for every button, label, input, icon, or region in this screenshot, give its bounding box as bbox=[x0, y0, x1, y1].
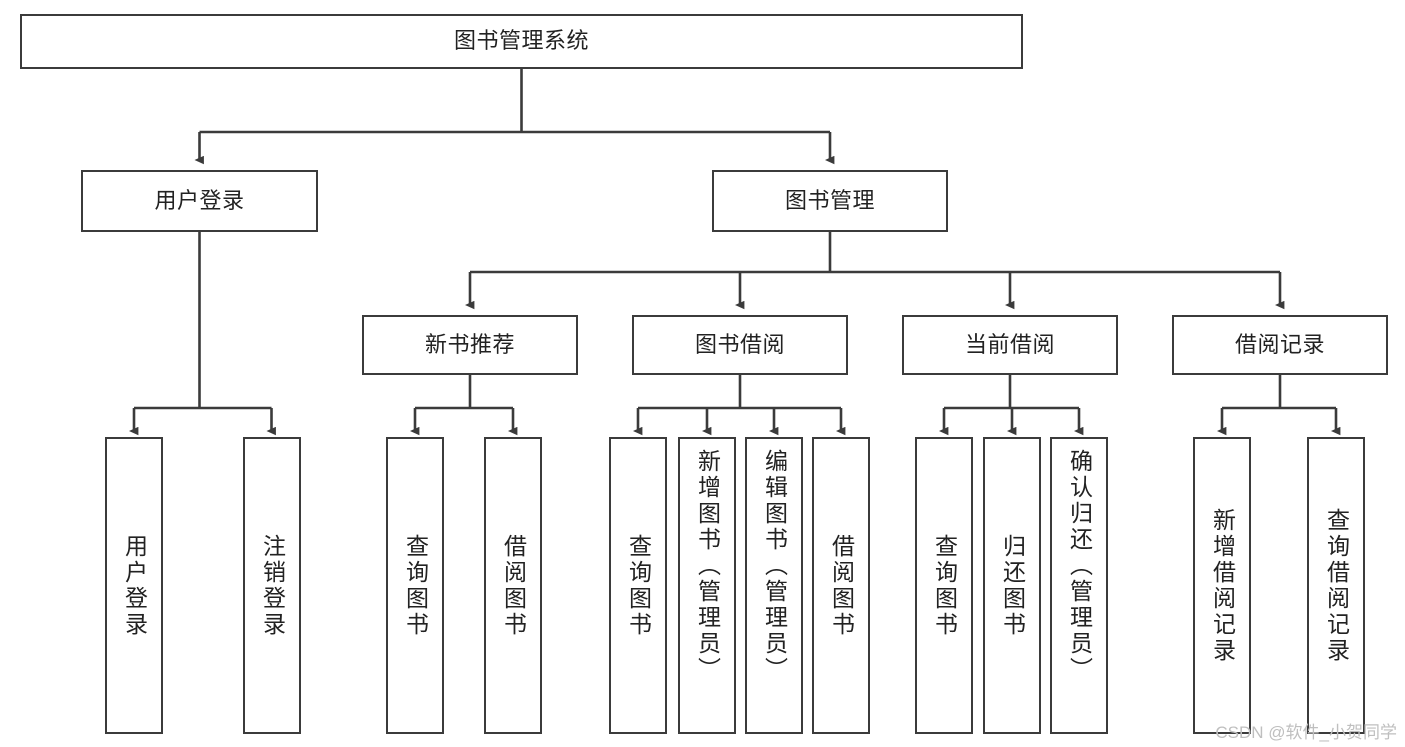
node-label: 新增借阅记录 bbox=[1209, 507, 1236, 664]
node-label: 查询图书 bbox=[625, 533, 652, 638]
node-leaf-user-login[interactable]: 用户登录 bbox=[105, 437, 163, 734]
node-leaf-add-borrow-record[interactable]: 新增借阅记录 bbox=[1193, 437, 1251, 734]
node-leaf-confirm-return-admin[interactable]: 确认归还（管理员） bbox=[1050, 437, 1108, 734]
node-leaf-query-borrow-record[interactable]: 查询借阅记录 bbox=[1307, 437, 1365, 734]
node-label: 查询借阅记录 bbox=[1323, 507, 1350, 664]
node-label: 查询图书 bbox=[931, 533, 958, 638]
node-label: 编辑图书（管理员） bbox=[761, 449, 788, 683]
node-leaf-return-book[interactable]: 归还图书 bbox=[983, 437, 1041, 734]
node-leaf-edit-book-admin[interactable]: 编辑图书（管理员） bbox=[745, 437, 803, 734]
node-label: 确认归还（管理员） bbox=[1066, 449, 1093, 683]
node-book-management[interactable]: 图书管理 bbox=[712, 170, 948, 232]
node-label: 借阅图书 bbox=[828, 533, 855, 638]
node-leaf-borrow-book[interactable]: 借阅图书 bbox=[812, 437, 870, 734]
watermark-text: CSDN @软件_小贺同学 bbox=[1215, 723, 1397, 742]
node-book-borrow[interactable]: 图书借阅 bbox=[632, 315, 848, 375]
node-label: 新书推荐 bbox=[424, 331, 515, 357]
node-user-login[interactable]: 用户登录 bbox=[81, 170, 318, 232]
node-leaf-add-book-admin[interactable]: 新增图书（管理员） bbox=[678, 437, 736, 734]
node-label: 图书管理 bbox=[784, 187, 875, 213]
node-new-book-recommend[interactable]: 新书推荐 bbox=[362, 315, 578, 375]
node-label: 用户登录 bbox=[154, 187, 245, 213]
node-leaf-query-book-borrow[interactable]: 查询图书 bbox=[609, 437, 667, 734]
node-label: 用户登录 bbox=[121, 533, 148, 638]
node-label: 查询图书 bbox=[402, 533, 429, 638]
node-label: 图书管理系统 bbox=[453, 28, 589, 54]
node-label: 归还图书 bbox=[999, 533, 1026, 638]
node-current-borrow[interactable]: 当前借阅 bbox=[902, 315, 1118, 375]
node-label: 借阅图书 bbox=[500, 533, 527, 638]
node-leaf-query-book-current[interactable]: 查询图书 bbox=[915, 437, 973, 734]
node-label: 借阅记录 bbox=[1234, 331, 1325, 357]
node-borrow-record[interactable]: 借阅记录 bbox=[1172, 315, 1388, 375]
node-leaf-logout[interactable]: 注销登录 bbox=[243, 437, 301, 734]
node-label: 注销登录 bbox=[259, 533, 286, 638]
node-leaf-borrow-book-recommend[interactable]: 借阅图书 bbox=[484, 437, 542, 734]
node-label: 新增图书（管理员） bbox=[694, 449, 721, 683]
node-label: 图书借阅 bbox=[694, 331, 785, 357]
node-leaf-query-book-recommend[interactable]: 查询图书 bbox=[386, 437, 444, 734]
node-root-system[interactable]: 图书管理系统 bbox=[20, 14, 1023, 69]
node-label: 当前借阅 bbox=[964, 331, 1055, 357]
